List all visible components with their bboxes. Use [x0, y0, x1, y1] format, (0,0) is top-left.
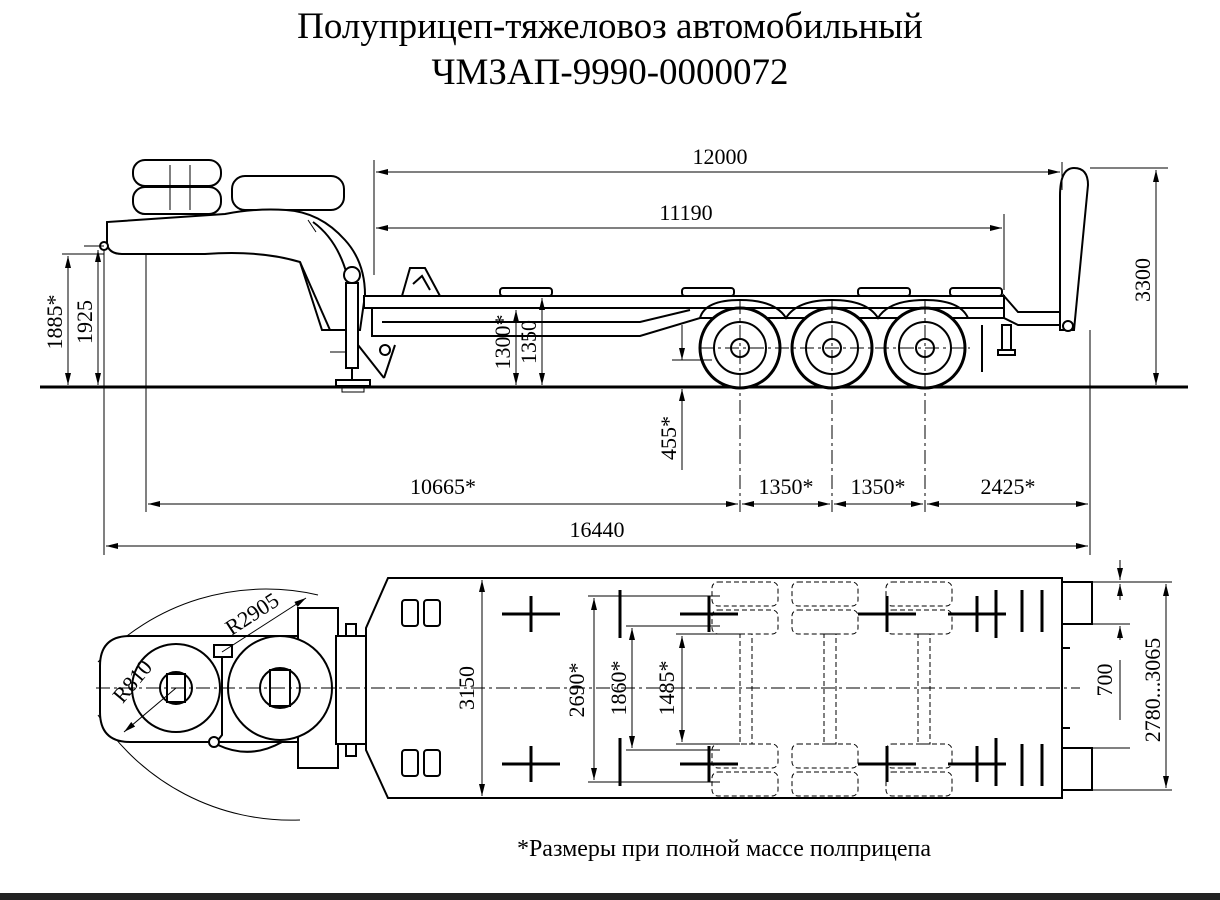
dim-10665: 10665* [410, 474, 476, 499]
side-view: 12000 11190 3300 1885* 1925 1300* 1350 4… [40, 144, 1188, 555]
main-deck [363, 287, 1005, 337]
spare-tyres [132, 159, 345, 215]
footnote: *Размеры при полной массе полприцепа [517, 836, 931, 862]
dim-12000: 12000 [693, 144, 748, 169]
axle-centerlines [700, 300, 970, 512]
dim-2780-3065: 2780...3065 [1140, 638, 1165, 743]
rear-ramp [981, 166, 1090, 372]
dim-1350-height: 1350 [516, 320, 541, 364]
dim-1925: 1925 [72, 300, 97, 344]
landing-leg [330, 266, 396, 393]
dim-16440: 16440 [570, 517, 625, 542]
dim-3150: 3150 [454, 666, 479, 710]
title-line-1: Полуприцеп-тяжеловоз автомобильный [297, 6, 923, 47]
dim-1350b: 1350* [851, 474, 906, 499]
dim-455: 455* [656, 416, 681, 460]
bottom-border [0, 893, 1220, 900]
drawing-title: Полуприцеп-тяжеловоз автомобильный ЧМЗАП… [0, 4, 1220, 96]
deck-pads [401, 590, 1006, 786]
ramp-bottom [1061, 747, 1093, 791]
rear-ramp-bars [1020, 590, 1044, 786]
winch-bracket [400, 267, 442, 297]
dim-3300: 3300 [1130, 258, 1155, 302]
dim-700: 700 [1092, 664, 1117, 697]
leader-lines [62, 160, 1168, 555]
dim-1485: 1485* [654, 661, 679, 716]
dim-2425: 2425* [981, 474, 1036, 499]
dim-1860: 1860* [606, 661, 631, 716]
dim-11190: 11190 [659, 200, 712, 225]
gooseneck [99, 208, 367, 331]
dim-1300: 1300* [490, 315, 515, 370]
top-view: R810 R2905 3150 2690* 1860* 1485* 700 27… [96, 560, 1172, 821]
ramp-top [1061, 581, 1093, 625]
title-line-2: ЧМЗАП-9990-0000072 [431, 52, 789, 93]
hidden-wheels [711, 581, 953, 797]
dim-1885: 1885* [42, 295, 67, 350]
dim-line-r2905 [221, 597, 307, 653]
dim-line-r810 [123, 687, 177, 733]
dim-2690: 2690* [564, 663, 589, 718]
dim-1350a: 1350* [759, 474, 814, 499]
